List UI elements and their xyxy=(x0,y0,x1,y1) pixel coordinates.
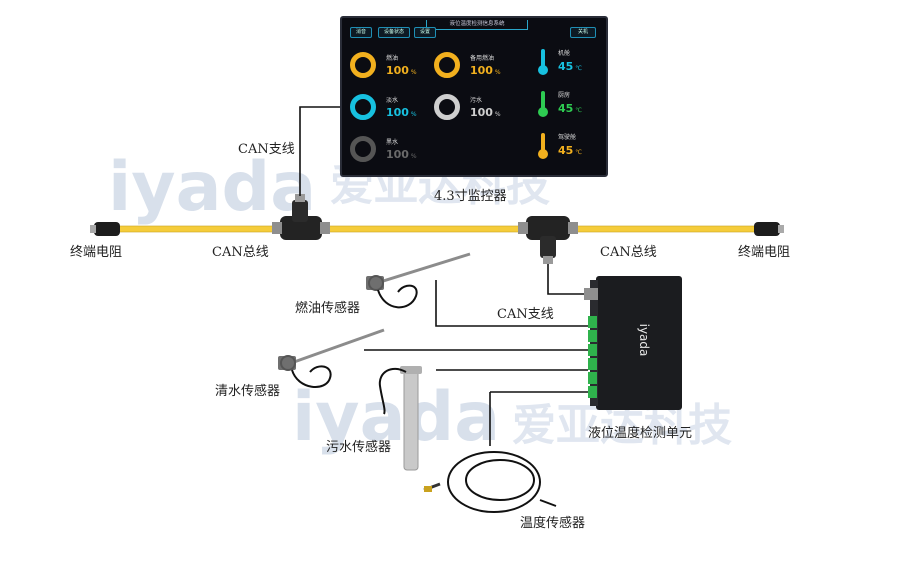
can-branch-cable-mid xyxy=(547,264,584,295)
terminator-label-right: 终端电阻 xyxy=(738,245,791,260)
temp-name-kitchen: 厨房 xyxy=(558,92,571,99)
temp-name-cockpit: 驾驶舱 xyxy=(558,134,577,141)
waste-water-gauge-icon xyxy=(434,94,460,120)
tank-name-fresh-water: 淡水 xyxy=(386,97,399,104)
unit-logo: iyada xyxy=(637,324,651,357)
fuel-sensor xyxy=(366,252,471,309)
tank-value-fuel: 100 % xyxy=(386,64,417,77)
unit-label: 液位温度检测单元 xyxy=(588,426,693,441)
tank-name-black-water: 黑水 xyxy=(386,139,399,146)
can-bus-label-right: CAN总线 xyxy=(600,245,657,260)
t-connector-left xyxy=(272,194,330,240)
can-branch-cable-top xyxy=(299,106,340,196)
fuel-gauge-icon xyxy=(350,52,376,78)
thermometer-cabin-icon xyxy=(538,49,548,75)
tank-value-black-water: 100 % xyxy=(386,148,417,161)
mute-button[interactable]: 消音 xyxy=(350,27,372,38)
watermark-logo-bottom: iyada xyxy=(292,378,500,457)
can-bus-cable xyxy=(117,225,757,233)
temperature-sensor xyxy=(423,451,557,513)
can-bus-label-left: CAN总线 xyxy=(212,245,269,260)
terminator-left xyxy=(90,222,120,236)
can-branch-label-mid: CAN支线 xyxy=(497,307,554,322)
thermometer-kitchen-icon xyxy=(538,91,548,117)
monitor-label: 4.3寸监控器 xyxy=(434,189,507,204)
tank-name-fuel: 燃油 xyxy=(386,55,399,62)
temp-sensor-label: 温度传感器 xyxy=(520,516,586,531)
can-branch-label-top: CAN支线 xyxy=(238,142,295,157)
temp-name-cabin: 机舱 xyxy=(558,50,571,57)
terminator-label-left: 终端电阻 xyxy=(70,245,123,260)
tank-name-reserve-fuel: 备用燃油 xyxy=(470,55,495,62)
power-off-button[interactable]: 关机 xyxy=(570,27,596,38)
monitor-title: 液位温度检测信息系统 xyxy=(426,20,528,30)
fuel-sensor-label: 燃油传感器 xyxy=(295,301,361,316)
reserve-fuel-gauge-icon xyxy=(434,52,460,78)
thermometer-cockpit-icon xyxy=(538,133,548,159)
waste-water-sensor xyxy=(378,366,422,471)
fresh-water-gauge-icon xyxy=(350,94,376,120)
fresh-water-sensor xyxy=(278,328,385,388)
fresh-sensor-label: 清水传感器 xyxy=(215,384,281,399)
temp-value-cockpit: 45 ℃ xyxy=(558,144,582,157)
black-water-gauge-icon xyxy=(350,136,376,162)
terminator-right xyxy=(754,222,784,236)
tank-value-fresh-water: 100 % xyxy=(386,106,417,119)
t-connector-right xyxy=(518,216,578,264)
detection-unit: iyada xyxy=(584,276,682,410)
watermark-logo-top: iyada xyxy=(108,148,316,227)
settings-button[interactable]: 设置 xyxy=(414,27,436,38)
sensor-wires xyxy=(364,280,588,446)
tank-value-reserve-fuel: 100 % xyxy=(470,64,501,77)
temp-value-kitchen: 45 ℃ xyxy=(558,102,582,115)
monitor-screen: 液位温度检测信息系统 消音 设备状态 设置 关机 燃油 100 % 备用燃油 1… xyxy=(340,16,608,177)
waste-sensor-label: 污水传感器 xyxy=(326,440,392,455)
tank-name-waste-water: 污水 xyxy=(470,97,483,104)
device-status-button[interactable]: 设备状态 xyxy=(378,27,410,38)
temp-value-cabin: 45 ℃ xyxy=(558,60,582,73)
tank-value-waste-water: 100 % xyxy=(470,106,501,119)
